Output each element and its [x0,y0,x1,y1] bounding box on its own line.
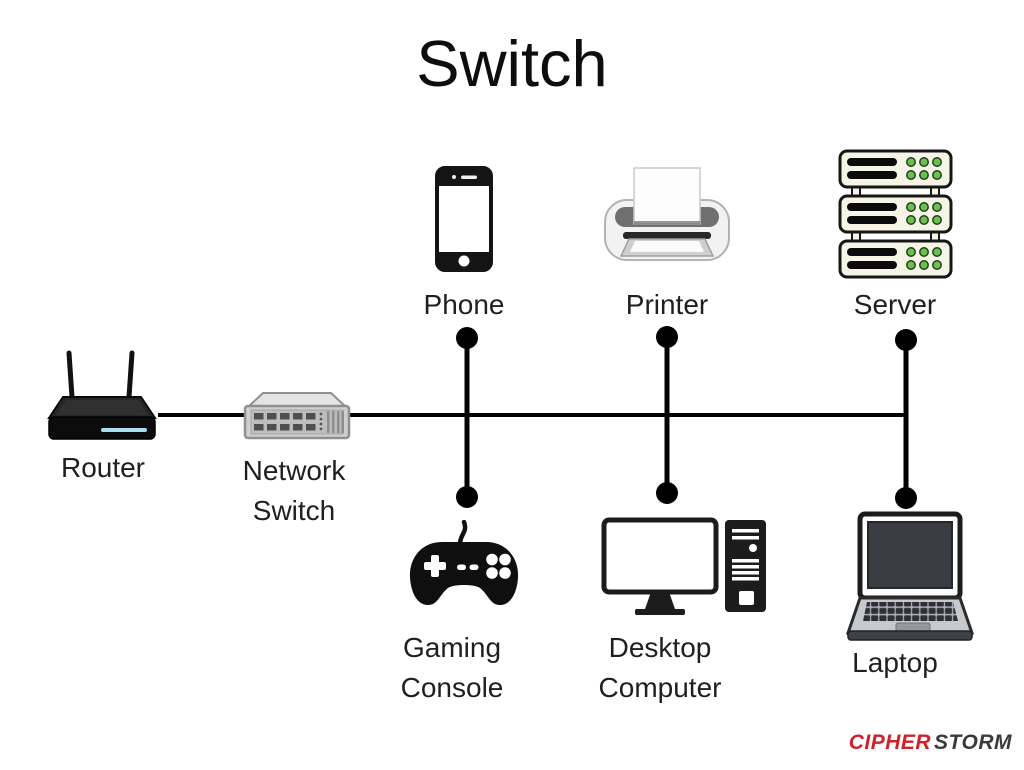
router-icon [43,347,161,442]
logo-storm: STORM [934,731,1012,754]
gaming-console-label-line1: Gaming [402,632,502,663]
gaming-console-label-line2: Console [400,672,504,703]
node-dot [895,329,917,351]
network-switch-label-line1: Network [242,455,346,486]
phone-label: Phone [423,289,505,320]
network-switch-icon [237,389,356,444]
node-dot [656,482,678,504]
desktop-computer-label-line2: Computer [598,672,722,703]
laptop-icon [845,511,975,644]
desktop-computer-label-line1: Desktop [608,632,712,663]
desktop-computer-label: Desktop Computer [590,628,730,708]
server-leds [906,157,942,180]
printer-paper [633,167,701,225]
node-dot [456,486,478,508]
logo-cipher: CIPHER [848,731,932,754]
printer-label: Printer [625,289,709,320]
node-dot [656,326,678,348]
laptop-keyboard [863,602,958,621]
server-label: Server [853,289,937,320]
network-switch-label-line2: Switch [252,495,336,526]
game-controller-icon [405,519,523,618]
switch-vents [327,411,344,433]
node-dot [456,327,478,349]
diagram-title: Switch [416,27,608,100]
laptop-label: Laptop [852,647,938,678]
router-label: Router [60,452,146,483]
server-rack-icon [838,149,953,279]
gaming-console-label: Gaming Console [382,628,522,708]
network-switch-label: Network Switch [224,451,364,531]
node-dot [895,487,917,509]
smartphone-icon [435,166,493,272]
printer-icon [603,166,731,272]
desktop-computer-icon [601,517,769,617]
router-led [101,428,147,432]
switch-ports [254,413,316,431]
